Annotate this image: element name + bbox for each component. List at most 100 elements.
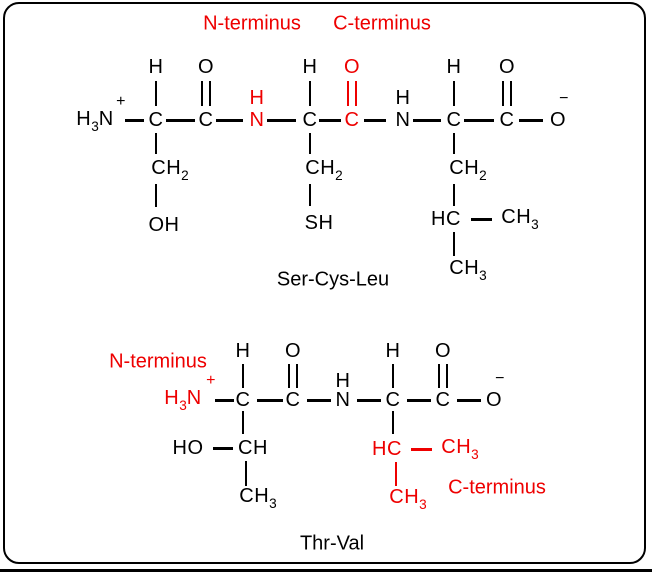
atom-n-amide-1: N [249, 109, 265, 131]
bond [308, 81, 312, 106]
atom-h-amide-3: H [335, 370, 351, 392]
atom-h-alpha-leu: H [446, 56, 462, 78]
atom-c-carbonyl-val: C [435, 389, 451, 411]
atom-o-carbonyl-leu: O [498, 56, 516, 78]
bond [464, 119, 494, 122]
bond [452, 184, 456, 206]
group-ch-thr: CH [238, 437, 268, 459]
label-c-terminus-thr-val: C-terminus [448, 476, 546, 499]
caption-ser-cys-leu: Ser-Cys-Leu [276, 268, 390, 291]
group-hc-val: HC [372, 438, 402, 460]
bond [411, 448, 432, 451]
bond [216, 119, 243, 122]
bond [257, 399, 283, 402]
bottom-edge-line [0, 569, 652, 572]
bond-double [445, 364, 449, 388]
group-ch2-cys: CH2 [305, 157, 343, 183]
atom-o-terminal-2: O [485, 389, 503, 411]
atom-c-alpha-val: C [385, 389, 401, 411]
bond [452, 133, 456, 154]
bond [154, 133, 158, 154]
atom-c-alpha-thr: C [235, 389, 251, 411]
bond [452, 81, 456, 106]
bond [319, 119, 341, 122]
atom-h-amide-1: H [249, 87, 265, 109]
bond [244, 461, 247, 486]
charge-plus-ser: + [116, 93, 126, 110]
atom-h3n-ser: H3N [76, 108, 114, 134]
group-ch2-ser: CH2 [151, 157, 189, 183]
atom-h-alpha-ser: H [148, 56, 164, 78]
atom-h-amide-2: H [395, 87, 411, 109]
group-ch2-leu: CH2 [449, 157, 487, 183]
bond [391, 364, 395, 388]
group-ch3-leu-bottom: CH3 [449, 257, 487, 283]
bond [267, 119, 296, 122]
figure-border [3, 2, 646, 564]
bond-double [437, 364, 441, 388]
charge-plus-thr: + [206, 372, 216, 389]
bond [457, 399, 481, 402]
charge-minus-2: − [495, 370, 505, 387]
bond-double [501, 81, 505, 106]
caption-thr-val: Thr-Val [299, 532, 365, 555]
group-ch3-thr: CH3 [239, 485, 277, 511]
bond [241, 364, 245, 388]
bond [471, 218, 492, 221]
atom-o-carbonyl-cys: O [343, 56, 361, 78]
atom-c-alpha-leu: C [446, 109, 462, 131]
atom-n-amide-2: N [395, 109, 411, 131]
bond [413, 119, 441, 122]
bond [407, 399, 431, 402]
atom-c-carbonyl-ser: C [198, 109, 214, 131]
bond [519, 119, 543, 122]
bond [452, 232, 456, 256]
charge-minus-1: − [559, 90, 569, 107]
bond-double [208, 81, 212, 106]
bond-double [346, 81, 350, 106]
atom-c-carbonyl-cys: C [344, 109, 360, 131]
atom-h3n-thr: H3N [164, 387, 202, 413]
group-oh-ser: OH [148, 214, 180, 236]
bond [308, 184, 312, 206]
atom-n-amide-3: N [335, 389, 351, 411]
atom-o-carbonyl-ser: O [197, 56, 215, 78]
bond-double [354, 81, 358, 106]
group-ch3-val-right: CH3 [441, 436, 479, 462]
bond-double [287, 364, 291, 388]
bond [394, 462, 397, 486]
bond [154, 81, 158, 106]
bond [307, 399, 331, 402]
atom-c-alpha-ser: C [148, 109, 164, 131]
bond-double [200, 81, 204, 106]
bond-double [295, 364, 299, 388]
bond [125, 119, 144, 122]
bond-double [509, 81, 513, 106]
atom-h-alpha-thr: H [235, 340, 251, 362]
label-n-terminus-thr-val: N-terminus [109, 350, 207, 373]
atom-o-terminal-1: O [549, 109, 567, 131]
bond [357, 399, 381, 402]
bond [308, 133, 312, 154]
atom-o-carbonyl-thr: O [284, 340, 302, 362]
bond [213, 447, 233, 450]
atom-h-alpha-val: H [385, 340, 401, 362]
atom-o-carbonyl-val: O [434, 340, 452, 362]
bond [241, 411, 245, 434]
label-n-terminus-top: N-terminus [203, 12, 301, 35]
bond [154, 184, 158, 207]
atom-h-alpha-cys: H [302, 56, 318, 78]
label-c-terminus-top: C-terminus [333, 12, 431, 35]
atom-c-alpha-cys: C [302, 109, 318, 131]
group-ch3-leu-right: CH3 [501, 206, 539, 232]
atom-c-carbonyl-thr: C [285, 389, 301, 411]
group-sh-cys: SH [304, 212, 334, 234]
bond [215, 399, 234, 402]
bond [166, 119, 195, 122]
bond [364, 119, 386, 122]
group-ch3-val-bottom: CH3 [389, 486, 427, 512]
group-ho-thr: HO [172, 437, 204, 459]
bond [391, 411, 395, 434]
atom-c-carbonyl-leu: C [499, 109, 515, 131]
